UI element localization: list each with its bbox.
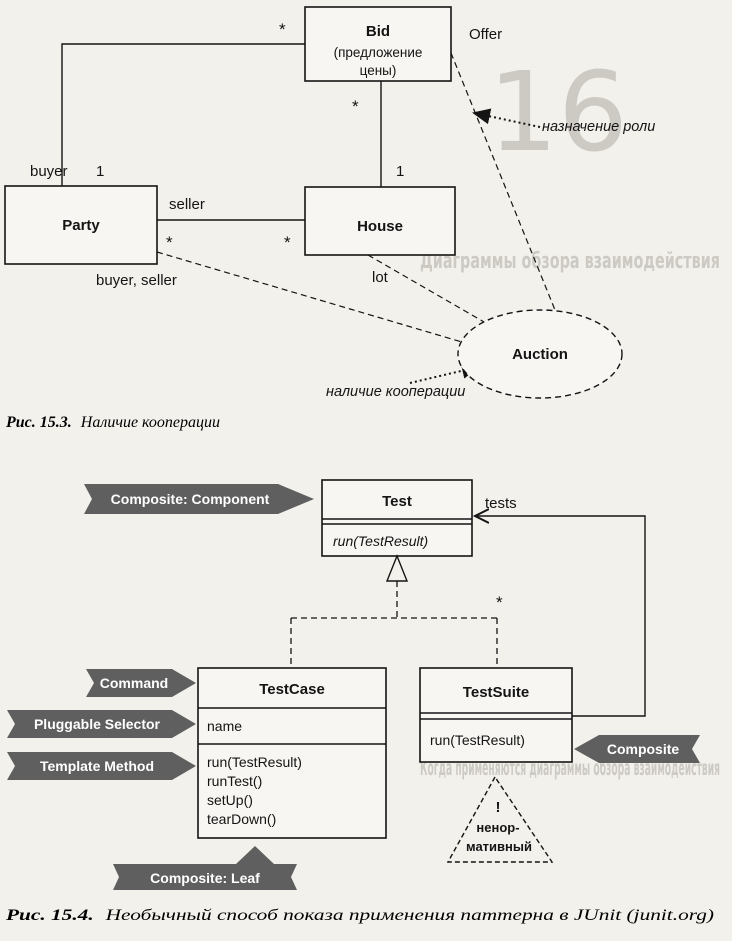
op-setup: setUp() (207, 792, 253, 808)
label-star: * (496, 593, 503, 612)
flag-command: Command (86, 669, 196, 697)
mult-one-party: 1 (96, 163, 104, 180)
role-line-party (156, 251, 473, 346)
mult-star-top: * (279, 20, 286, 39)
flag-template-method: Template Method (7, 752, 196, 780)
role-seller: seller (169, 196, 205, 213)
class-bid-subtitle-2: цены) (360, 63, 397, 78)
class-testsuite-name: TestSuite (463, 684, 529, 701)
chapter-number: 16 (488, 48, 628, 176)
class-house-name: House (357, 218, 403, 235)
note-arrow-collab (409, 362, 480, 384)
role-buyer-seller: buyer, seller (96, 272, 177, 289)
class-bid-subtitle-1: (предложение (334, 45, 423, 60)
flag-command-text: Command (100, 675, 168, 691)
op-teardown: tearDown() (207, 811, 276, 827)
collaboration-auction-name: Auction (512, 346, 568, 363)
flag-component: Composite: Component (84, 484, 314, 514)
flag-leaf-text: Composite: Leaf (150, 870, 260, 886)
caption-15-3: Рис. 15.3. Наличие кооперации (5, 414, 220, 431)
class-testsuite (419, 667, 573, 763)
assoc-bid-party (61, 43, 305, 186)
figure-15-3: Bid (предложение цены) Party House Aucti… (4, 6, 655, 431)
class-testcase-name: TestCase (259, 681, 325, 698)
note-collaboration: наличие кооперации (326, 384, 465, 400)
collaboration-auction (457, 309, 623, 399)
role-line-lot (367, 254, 499, 331)
caption-15-4-text: Необычный способ показа применения патте… (104, 907, 714, 924)
role-line-offer (450, 52, 556, 311)
mult-star-party: * (166, 233, 173, 252)
warning-non-normative: ! ненор- мативный (446, 775, 554, 863)
warning-line-2: мативный (466, 839, 532, 854)
flag-pluggable-text: Pluggable Selector (34, 716, 161, 732)
op-run: run(TestResult) (207, 754, 302, 770)
role-lot: lot (372, 269, 389, 286)
class-test (321, 479, 473, 557)
generalization-triangle (385, 554, 409, 582)
mult-star-bid-house: * (352, 97, 359, 116)
caption-15-3-number: Рис. 15.3. (5, 414, 72, 431)
assoc-tests (475, 516, 646, 717)
role-buyer: buyer (30, 163, 68, 180)
op-runtest: runTest() (207, 773, 262, 789)
caption-15-4-number: Рис. 15.4. (5, 907, 94, 924)
class-testcase (197, 667, 387, 839)
class-test-name: Test (382, 493, 412, 510)
class-bid (304, 6, 452, 82)
mult-star-house: * (284, 233, 291, 252)
figure-15-4: Test run(TestResult) tests * TestCase na… (5, 479, 714, 924)
flag-component-text: Composite: Component (111, 491, 270, 507)
note-arrow-role (472, 108, 541, 128)
flag-pluggable-selector: Pluggable Selector (7, 710, 196, 738)
warning-mark: ! (496, 799, 501, 816)
role-offer: Offer (469, 26, 502, 43)
class-party-name: Party (62, 217, 100, 234)
caption-15-4: Рис. 15.4. Необычный способ показа приме… (5, 907, 714, 924)
flag-composite: Composite (574, 735, 700, 763)
flag-composite-text: Composite (607, 741, 680, 757)
class-party (4, 185, 158, 265)
mult-one-house: 1 (396, 163, 404, 180)
class-testsuite-operation: run(TestResult) (430, 732, 525, 748)
caption-15-3-text: Наличие кооперации (80, 414, 220, 431)
class-test-operation: run(TestResult) (333, 533, 428, 549)
warning-line-1: ненор- (476, 820, 519, 835)
flag-template-text: Template Method (40, 758, 154, 774)
ghost-heading: Диаграммы обзора взаимодействия (420, 249, 720, 274)
flag-composite-leaf: Composite: Leaf (113, 846, 297, 890)
class-house (304, 186, 456, 256)
label-tests: tests (485, 495, 517, 512)
class-bid-name: Bid (366, 23, 390, 40)
note-role-assignment: назначение роли (542, 119, 655, 135)
class-testcase-attribute: name (207, 718, 242, 734)
